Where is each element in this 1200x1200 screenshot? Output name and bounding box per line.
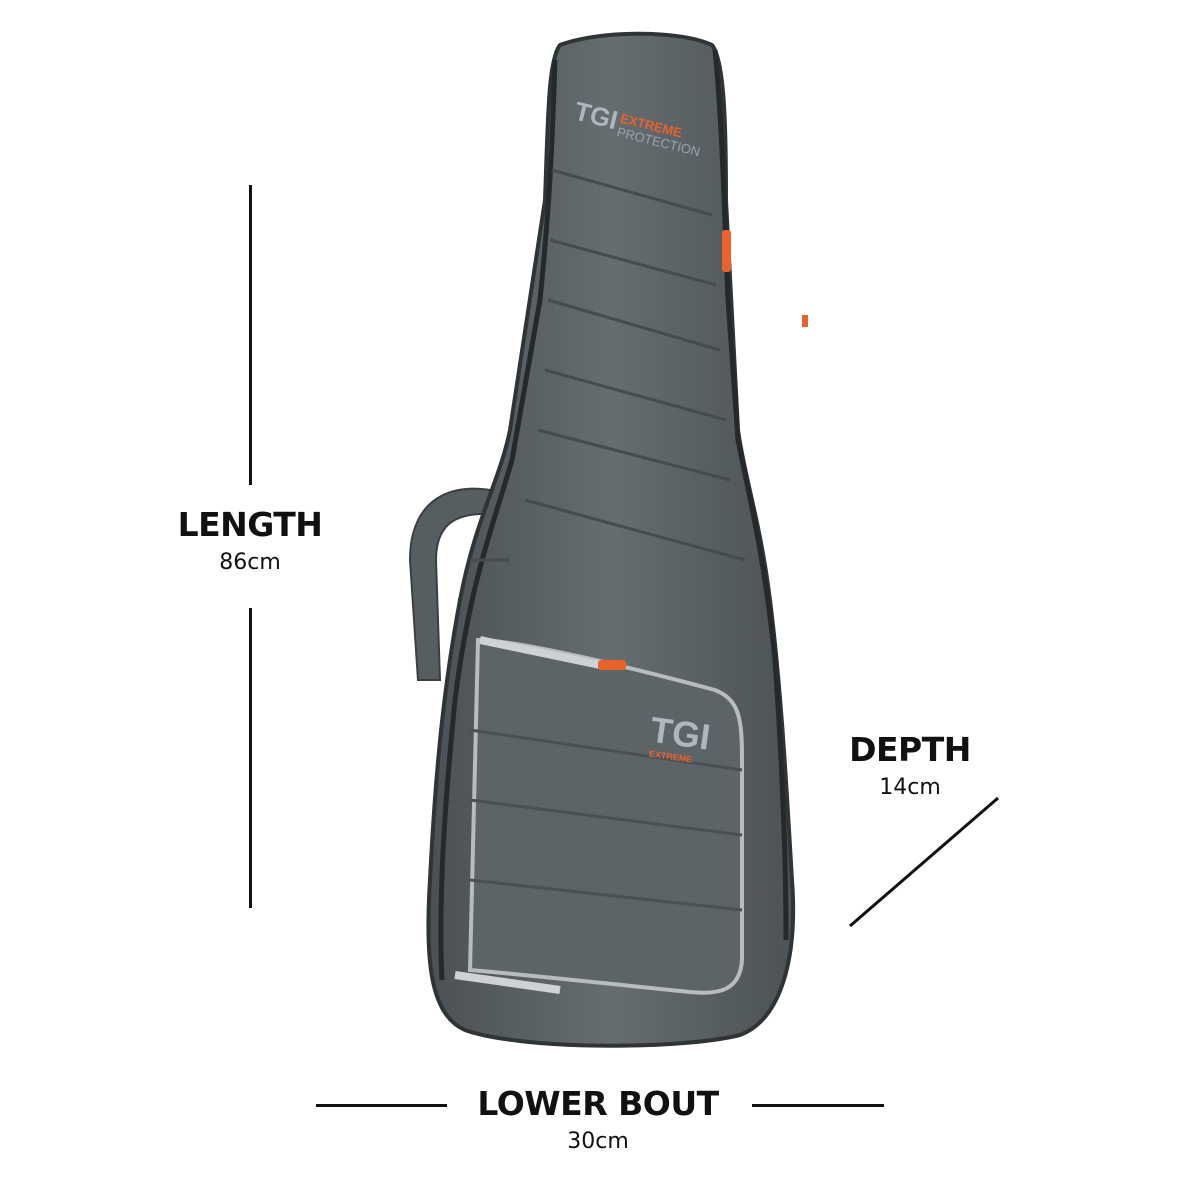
carry-handle	[408, 487, 507, 681]
depth-label: DEPTH	[849, 730, 971, 769]
lower-bout-line-right	[752, 1104, 884, 1107]
lower-bout-value: 30cm	[567, 1129, 629, 1154]
zipper-pull-icon	[722, 230, 731, 272]
length-line-top	[249, 185, 252, 485]
depth-line	[849, 796, 999, 928]
lower-bout-label: LOWER BOUT	[477, 1084, 719, 1123]
length-label: LENGTH	[177, 505, 323, 544]
lower-bout-line-left	[316, 1104, 447, 1107]
quilting-lines	[470, 168, 746, 562]
length-line-bottom	[249, 608, 252, 908]
zipper	[712, 49, 789, 941]
svg-text:TGI: TGI	[648, 709, 713, 758]
depth-value: 14cm	[879, 775, 941, 800]
pocket-logo: TGI EXTREME	[648, 709, 713, 765]
length-value: 86cm	[219, 550, 281, 575]
